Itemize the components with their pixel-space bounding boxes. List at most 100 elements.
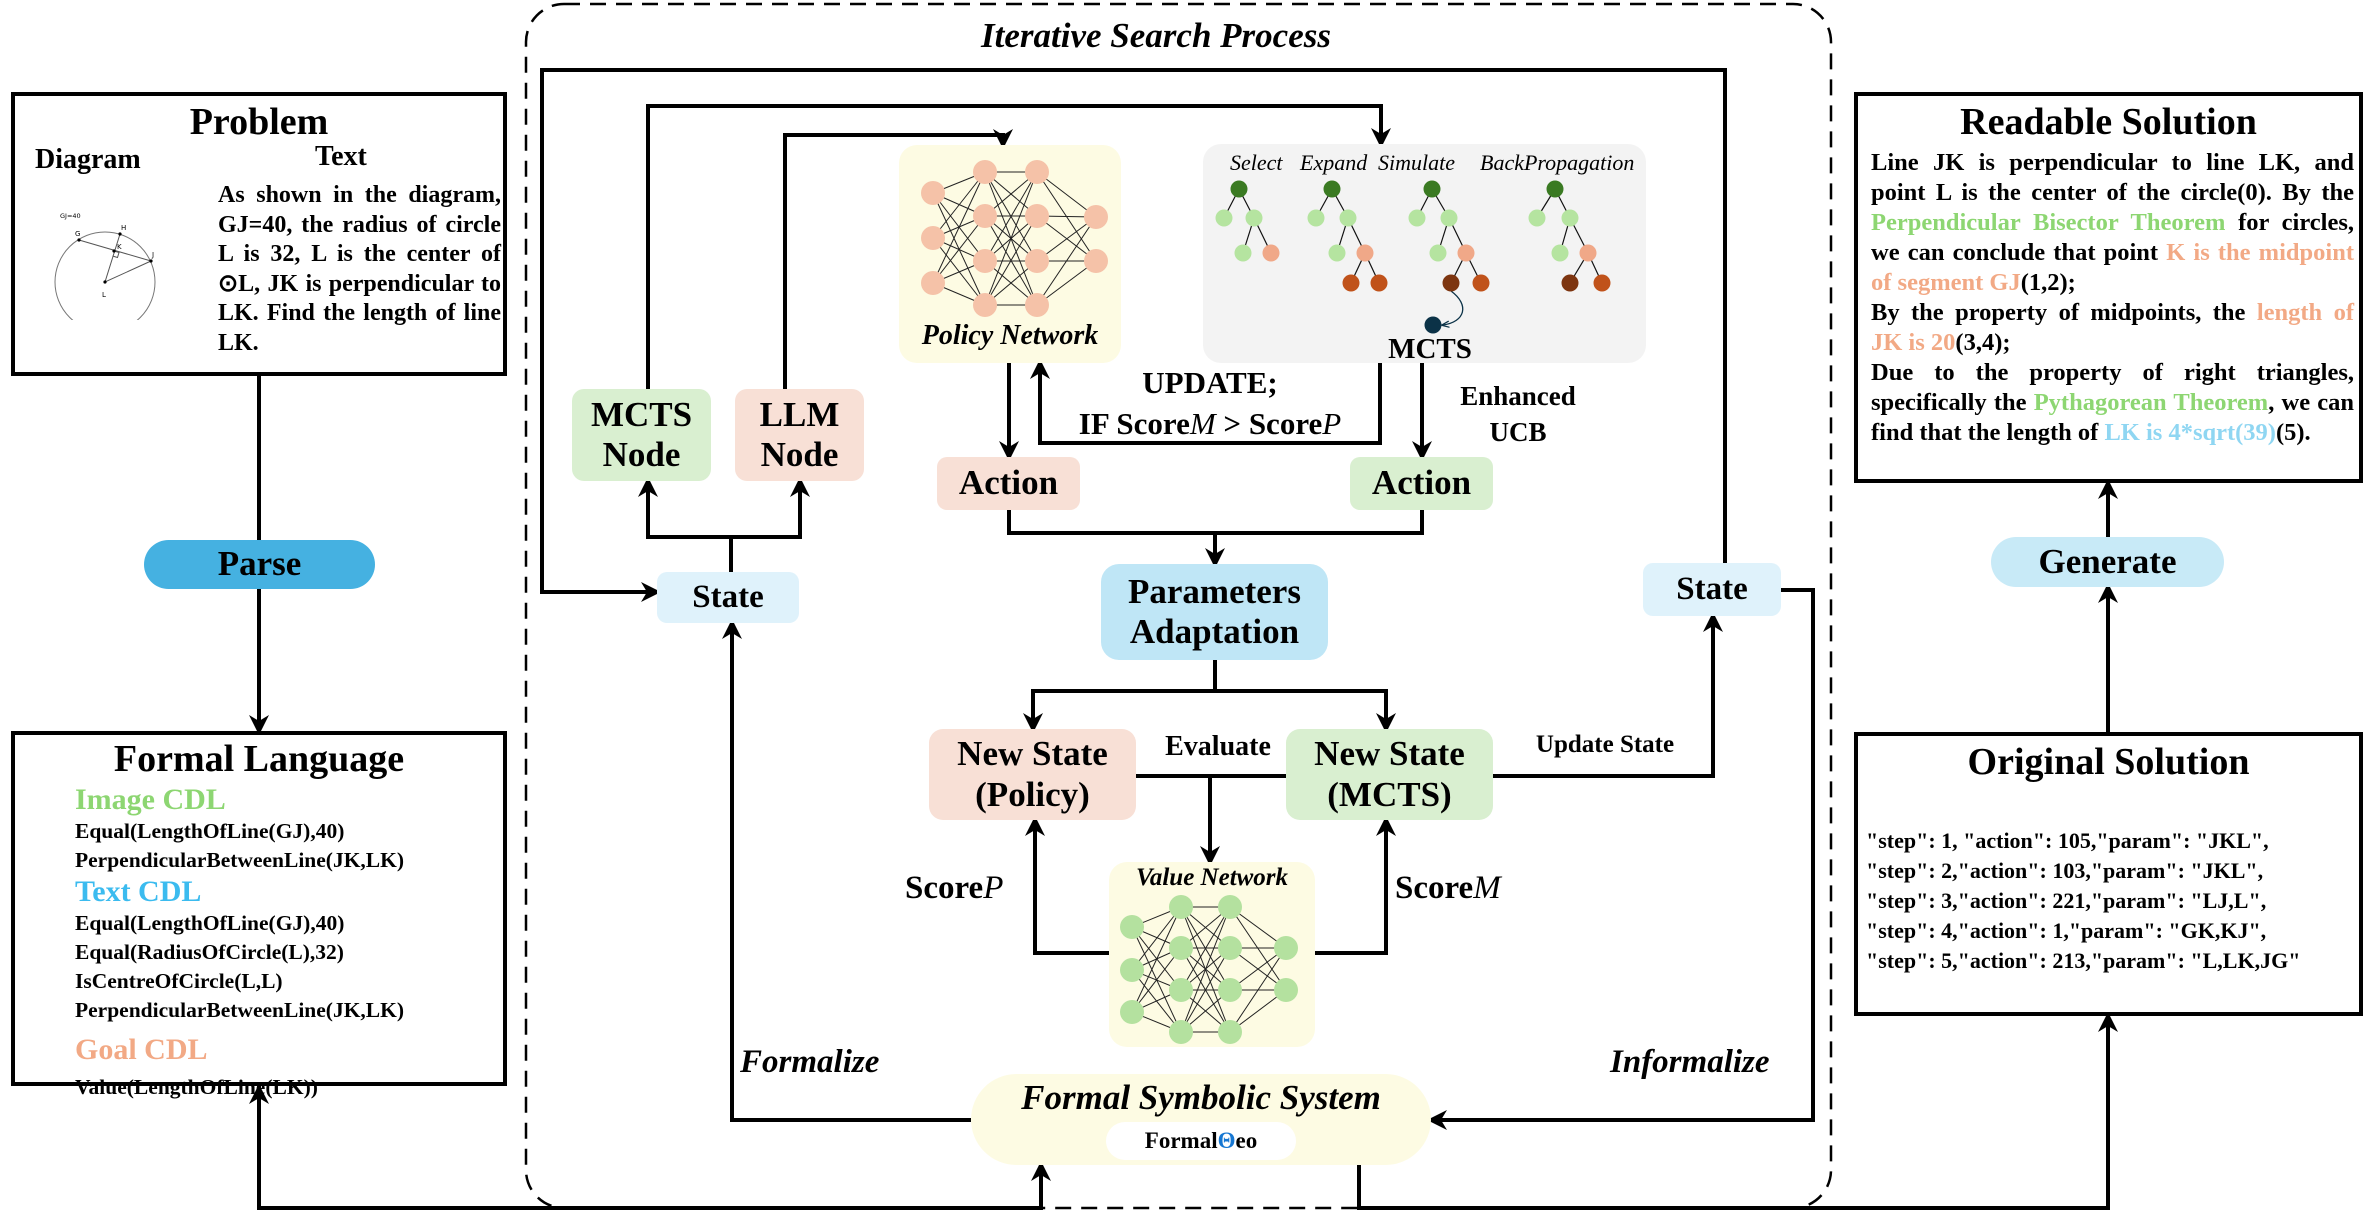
solution-segment: (1,2); xyxy=(2020,269,2076,296)
tree-node xyxy=(1339,209,1357,227)
network-edge xyxy=(984,171,1038,306)
action-mcts[interactable]: Action xyxy=(1350,457,1493,510)
tree-node xyxy=(1546,180,1564,198)
network-neuron xyxy=(1120,1000,1144,1024)
tree-node xyxy=(1579,244,1597,262)
gj-annotation: GJ=40 xyxy=(60,212,81,220)
tree-node xyxy=(1307,209,1325,227)
fss-to-original-connector xyxy=(1357,1012,2118,1210)
state-left[interactable]: State xyxy=(657,572,799,623)
tree-node xyxy=(1457,244,1475,262)
network-neuron xyxy=(1274,936,1298,960)
mcts-tree-select xyxy=(1215,180,1280,262)
formal-symbolic-system[interactable]: Formal Symbolic System FormalΘeo xyxy=(971,1074,1431,1165)
mcts-phase-label: BackPropagation xyxy=(1480,150,1635,175)
point-label: H xyxy=(121,224,126,232)
action-mcts-label: Action xyxy=(1371,463,1472,503)
solution-segment: Line JK is perpendicular to line LK, and… xyxy=(1871,149,2354,206)
formal-symbolic-system-label: Formal Symbolic System xyxy=(1021,1078,1381,1117)
mcts-node-to-mcts-connector xyxy=(646,104,1391,389)
network-neuron xyxy=(1120,958,1144,982)
solution-segment: (3,4); xyxy=(1955,329,2011,356)
action-policy[interactable]: Action xyxy=(937,457,1080,510)
tree-node xyxy=(1370,274,1388,292)
original-solution-box: Original Solution "step": 1, "action": 1… xyxy=(1854,732,2363,1016)
state-left-label: State xyxy=(692,578,764,615)
tree-node xyxy=(1561,274,1579,292)
solution-segment: , we can find that the length of xyxy=(1871,389,2354,446)
readable-solution-title: Readable Solution xyxy=(1960,101,2257,143)
var-m: M xyxy=(1189,406,1216,441)
circle-l xyxy=(54,231,156,320)
tree-node xyxy=(1593,274,1611,292)
network-neuron xyxy=(1218,895,1242,919)
var-p: P xyxy=(1322,406,1342,441)
network-edge xyxy=(1180,906,1231,1033)
state-right[interactable]: State xyxy=(1643,563,1781,616)
solution-segment: Pythagorean Theorem xyxy=(2033,389,2269,416)
network-neuron xyxy=(1025,293,1049,317)
generate-button[interactable]: Generate xyxy=(1991,537,2224,587)
score-p-var: P xyxy=(983,870,1004,906)
network-neuron xyxy=(1169,1020,1193,1044)
network-neuron xyxy=(973,293,997,317)
network-neuron xyxy=(921,181,945,205)
score-m-var: M xyxy=(1473,870,1501,906)
network-neuron xyxy=(1084,205,1108,229)
network-neuron xyxy=(973,160,997,184)
value-to-policy-state-connector xyxy=(1025,816,1109,955)
problem-title: Problem xyxy=(189,101,329,143)
solution-paragraph: By the property of midpoints, the length… xyxy=(1871,298,2354,358)
point-label: G xyxy=(75,230,80,238)
network-neuron xyxy=(1218,978,1242,1002)
mcts-tree-backpropagation xyxy=(1528,180,1611,292)
parameters-adaptation[interactable]: Parameters Adaptation xyxy=(1101,564,1328,660)
solution-step: "step": 2,"action": 103,"param": "JKL", xyxy=(1866,858,2264,883)
update-loop-connector xyxy=(1030,359,1382,445)
network-neuron xyxy=(1169,895,1193,919)
cdl-line: Equal(LengthOfLine(GJ),40) xyxy=(75,819,345,843)
logo-g-icon: Θ xyxy=(1217,1127,1236,1153)
llm-node-to-policy-connector xyxy=(783,129,1013,389)
mcts-tree-expand xyxy=(1307,180,1388,292)
readable-solution-box: Readable Solution Line JK is perpendicul… xyxy=(1854,92,2363,483)
point-label: K xyxy=(117,243,122,251)
score-word: Score xyxy=(905,870,984,906)
new-state-mcts[interactable]: New State (MCTS) xyxy=(1286,729,1493,820)
network-neuron xyxy=(1169,936,1193,960)
network-edge xyxy=(1131,906,1182,1013)
formalize-label: Formalize xyxy=(740,1044,880,1080)
solution-paragraph: Due to the property of right triangles, … xyxy=(1871,358,2354,448)
cdl-line: Equal(LengthOfLine(GJ),40) xyxy=(75,911,345,935)
network-edge xyxy=(1036,171,1097,218)
tree-node xyxy=(1215,209,1233,227)
parse-button[interactable]: Parse xyxy=(144,540,375,589)
tree-node xyxy=(1429,244,1447,262)
split-to-llm-node-connector xyxy=(731,477,810,539)
tree-node xyxy=(1323,180,1341,198)
solution-segment: length of JK is 20 xyxy=(1871,299,2354,356)
score-p-label: ScoreP xyxy=(905,870,1003,907)
network-neuron xyxy=(1025,160,1049,184)
llm-node[interactable]: LLM Node xyxy=(735,389,864,481)
tree-node xyxy=(1262,244,1280,262)
mcts-node[interactable]: MCTS Node xyxy=(572,389,711,481)
informalize-label: Informalize xyxy=(1610,1044,1770,1080)
problem-box: Problem Diagram Text As shown in the dia… xyxy=(11,92,507,376)
if-score-text: IF Score xyxy=(1078,406,1190,441)
solution-segment: Perpendicular Bisector Theorem xyxy=(1871,209,2226,236)
solution-step: "step": 3,"action": 221,"param": "LJ,L", xyxy=(1866,888,2267,913)
actions-merge-connector xyxy=(1007,510,1424,535)
solution-step: "step": 4,"action": 1,"param": "GK,KJ", xyxy=(1866,918,2267,943)
formal-language-title: Formal Language xyxy=(113,738,405,780)
value-network-box xyxy=(1109,862,1315,1047)
new-state-policy[interactable]: New State (Policy) xyxy=(929,729,1136,820)
tree-node xyxy=(1356,244,1374,262)
value-network-label: Value Network xyxy=(1135,864,1289,891)
params-to-newstate-policy-connector xyxy=(1023,689,1215,733)
network-neuron xyxy=(921,271,945,295)
mcts-phase-label: Select xyxy=(1230,150,1283,175)
tree-node xyxy=(1230,180,1248,198)
